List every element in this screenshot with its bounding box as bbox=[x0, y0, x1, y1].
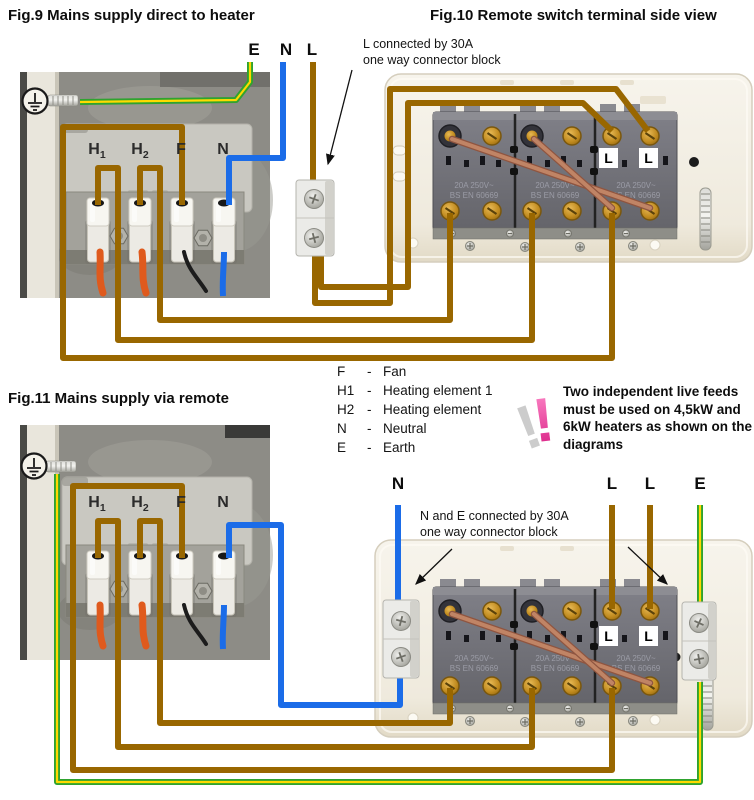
legend-row: E-Earth bbox=[337, 440, 416, 455]
fig11-switch-markings: 20A 250V~BS EN 60669 20A 250V~BS EN 6066… bbox=[450, 654, 661, 673]
svg-text:20A 250V~: 20A 250V~ bbox=[454, 654, 494, 663]
fig11-plate-label-h1: H1 bbox=[88, 494, 106, 515]
fig9-plate-label-h1: H1 bbox=[88, 141, 106, 162]
fig9-label-neutral: N bbox=[279, 40, 293, 59]
fig10-switch-panel: 20A 250V~BS EN 60669 20A 250V~BS EN 6066… bbox=[384, 73, 753, 263]
warning-text: Two independent live feeds must be used … bbox=[563, 384, 753, 452]
fig10-switch-markings: 20A 250V~BS EN 60669 20A 250V~BS EN 6066… bbox=[450, 181, 661, 200]
fig9-wires bbox=[60, 62, 651, 361]
fig11-label-live-2: L bbox=[644, 474, 656, 493]
fig11-wires bbox=[54, 474, 703, 785]
live-feed-1 bbox=[312, 86, 651, 306]
fig10-plate-hole bbox=[689, 157, 699, 167]
wire-h1-gang2 bbox=[95, 165, 535, 343]
svg-text:BS EN 60669: BS EN 60669 bbox=[450, 191, 499, 200]
fig11-plate-label-h2: H2 bbox=[131, 494, 149, 515]
live-feed-2 bbox=[318, 100, 615, 290]
fig9-plate-label-n: N bbox=[217, 141, 229, 158]
svg-text:BS EN 60669: BS EN 60669 bbox=[450, 664, 499, 673]
warning-icon: ! ! bbox=[507, 385, 557, 464]
fig11-note-arrow-left bbox=[415, 548, 453, 585]
legend-row: N-Neutral bbox=[337, 421, 427, 436]
fig11-earth-connector-block bbox=[681, 601, 717, 681]
fig10-note-arrow bbox=[326, 69, 353, 166]
fig10-connector-note: L connected by 30A one way connector blo… bbox=[363, 37, 501, 67]
fig11-title: Fig.11 Mains supply via remote bbox=[8, 390, 229, 407]
fig11-label-earth: E bbox=[694, 474, 706, 493]
svg-text:20A 250V~: 20A 250V~ bbox=[535, 181, 575, 190]
fig10-live-terminal-badge: L bbox=[639, 148, 658, 168]
wire-h1-gang2 bbox=[95, 518, 535, 750]
fig9-title: Fig.9 Mains supply direct to heater bbox=[8, 7, 255, 24]
fig11-note-arrow-right bbox=[627, 546, 668, 585]
fig9-label-live: L bbox=[306, 40, 318, 59]
fig10-fixing-screw bbox=[699, 187, 712, 251]
svg-text:BS EN 60669: BS EN 60669 bbox=[612, 664, 661, 673]
fig11-copper-links bbox=[448, 610, 654, 687]
wire-f-gang3 bbox=[60, 124, 615, 361]
fig9-plate-label-f: F bbox=[176, 141, 186, 158]
fig11-live-terminal-badge: L bbox=[639, 626, 658, 646]
fig9-plate-label-h2: H2 bbox=[131, 141, 149, 162]
svg-text:BS EN 60669: BS EN 60669 bbox=[531, 664, 580, 673]
wire-h2-gang1 bbox=[137, 518, 453, 726]
fig11-heater-photo bbox=[20, 425, 273, 660]
svg-text:20A 250V~: 20A 250V~ bbox=[616, 181, 656, 190]
fig9-label-earth: E bbox=[248, 40, 260, 59]
fig9-earth-symbol bbox=[21, 87, 49, 115]
fig11-plate-label-n: N bbox=[217, 494, 229, 511]
svg-text:20A 250V~: 20A 250V~ bbox=[454, 181, 494, 190]
fig11-connector-note: N and E connected by 30A one way connect… bbox=[420, 509, 569, 539]
wire-f-gang3 bbox=[70, 483, 615, 773]
fig11-neutral-connector-block bbox=[382, 599, 420, 679]
legend-row: H1-Heating element 1 bbox=[337, 383, 493, 398]
supply-neutral-wire bbox=[226, 62, 286, 205]
legend-row: H2-Heating element bbox=[337, 402, 482, 417]
svg-text:BS EN 60669: BS EN 60669 bbox=[531, 191, 580, 200]
wire-h2-gang1 bbox=[137, 165, 453, 323]
terminal-legend: F-Fan H1-Heating element 1 H2-Heating el… bbox=[337, 362, 493, 457]
fig11-plate-label-f: F bbox=[176, 494, 186, 511]
svg-text:BS EN 60669: BS EN 60669 bbox=[612, 191, 661, 200]
fig11-live-terminal-badge: L bbox=[599, 626, 618, 646]
fig11-switch-panel: 20A 250V~BS EN 60669 20A 250V~BS EN 6066… bbox=[374, 539, 753, 738]
fig10-title: Fig.10 Remote switch terminal side view bbox=[430, 7, 717, 24]
neutral-loop-wire bbox=[226, 522, 403, 708]
legend-row: F-Fan bbox=[337, 364, 407, 379]
fig11-label-neutral: N bbox=[391, 474, 405, 493]
fig9-connector-block bbox=[295, 179, 335, 257]
fig10-copper-links bbox=[448, 135, 654, 212]
fig11-earth-symbol bbox=[20, 452, 48, 480]
fig10-live-terminal-badge: L bbox=[599, 148, 618, 168]
svg-text:20A 250V~: 20A 250V~ bbox=[535, 654, 575, 663]
fig9-heater-photo bbox=[20, 72, 273, 298]
svg-text:20A 250V~: 20A 250V~ bbox=[616, 654, 656, 663]
fig11-label-live-1: L bbox=[606, 474, 618, 493]
